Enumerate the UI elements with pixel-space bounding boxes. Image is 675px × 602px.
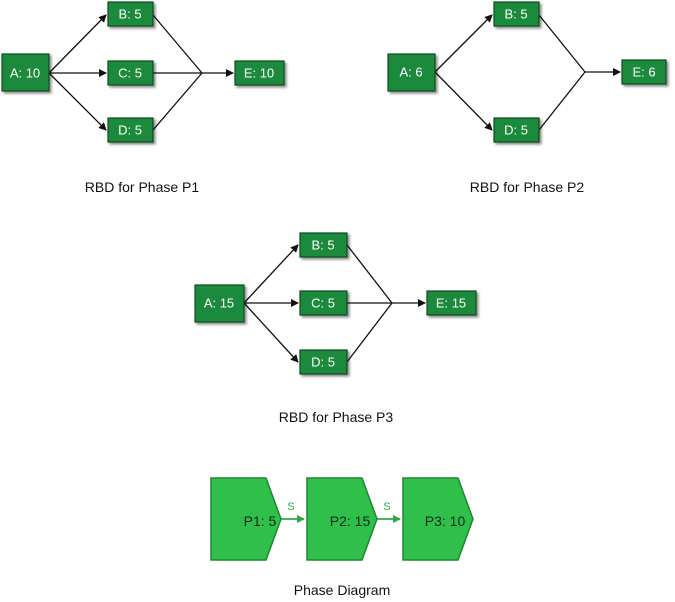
phase-label-p1: P1: 5 [244,513,277,529]
edge-d-join [538,71,586,131]
node-b-label: B: 5 [504,7,527,22]
caption-p3: RBD for Phase P3 [279,409,394,425]
node-b-label: B: 5 [118,7,141,22]
node-a-label: A: 10 [10,66,40,81]
edge-a-b [243,244,299,304]
node-e: E: 10 [234,60,285,86]
node-b-label: B: 5 [311,238,334,253]
node-a-label: A: 15 [204,296,234,311]
node-b: B: 5 [493,1,540,27]
edge-b-join [538,14,586,73]
edge-b-join [152,14,203,74]
transition-label-p2-p3: S [383,501,390,513]
rbd-phase-p2: A: 6 B: 5 D: 5 E: 6 RBD for Phase P2 [387,1,667,195]
node-b: B: 5 [107,1,154,27]
node-a: A: 15 [194,284,245,323]
node-a-label: A: 6 [399,65,422,80]
node-c: C: 5 [299,290,348,316]
edge-b-join [346,244,393,304]
node-a: A: 10 [1,53,50,92]
edge-a-d [434,71,493,131]
node-d: D: 5 [493,117,540,143]
node-e-label: E: 6 [632,65,655,80]
caption-phase-diagram: Phase Diagram [294,582,391,598]
phase-block-p1: P1: 5 [210,477,282,561]
phase-block-p3: P3: 10 [402,477,474,561]
phase-block-p2: P2: 15 [306,477,378,561]
edge-a-d [243,302,299,363]
rbd-phase-p3: A: 15 B: 5 C: 5 D: 5 E: 15 RBD for Phase… [194,232,477,425]
node-e-label: E: 10 [244,66,274,81]
edge-a-b [434,14,493,73]
edge-d-join [346,302,393,363]
node-e: E: 6 [621,59,667,85]
transition-label-p1-p2: S [287,501,294,513]
edge-d-join [152,72,203,131]
node-d-label: D: 5 [504,123,528,138]
caption-p2: RBD for Phase P2 [470,179,585,195]
edge-a-d [48,72,107,131]
node-d: D: 5 [107,117,154,143]
node-e-label: E: 15 [436,296,466,311]
rbd-phase-p1: A: 10 B: 5 C: 5 D: 5 E: 10 RBD for Phase… [1,1,285,195]
phase-label-p2: P2: 15 [330,513,371,529]
node-e: E: 15 [426,290,477,316]
caption-p1: RBD for Phase P1 [85,179,200,195]
node-c-label: C: 5 [118,66,142,81]
edge-a-b [48,14,107,74]
node-c-label: C: 5 [311,296,335,311]
node-d-label: D: 5 [311,355,335,370]
node-c: C: 5 [107,60,154,86]
node-d: D: 5 [299,349,348,375]
node-b: B: 5 [299,232,348,258]
node-d-label: D: 5 [118,123,142,138]
phase-label-p3: P3: 10 [425,513,466,529]
node-a: A: 6 [387,53,436,92]
phase-diagram: S S P1: 5 P2: 15 P3: 10 Phase Diagram [210,477,474,598]
